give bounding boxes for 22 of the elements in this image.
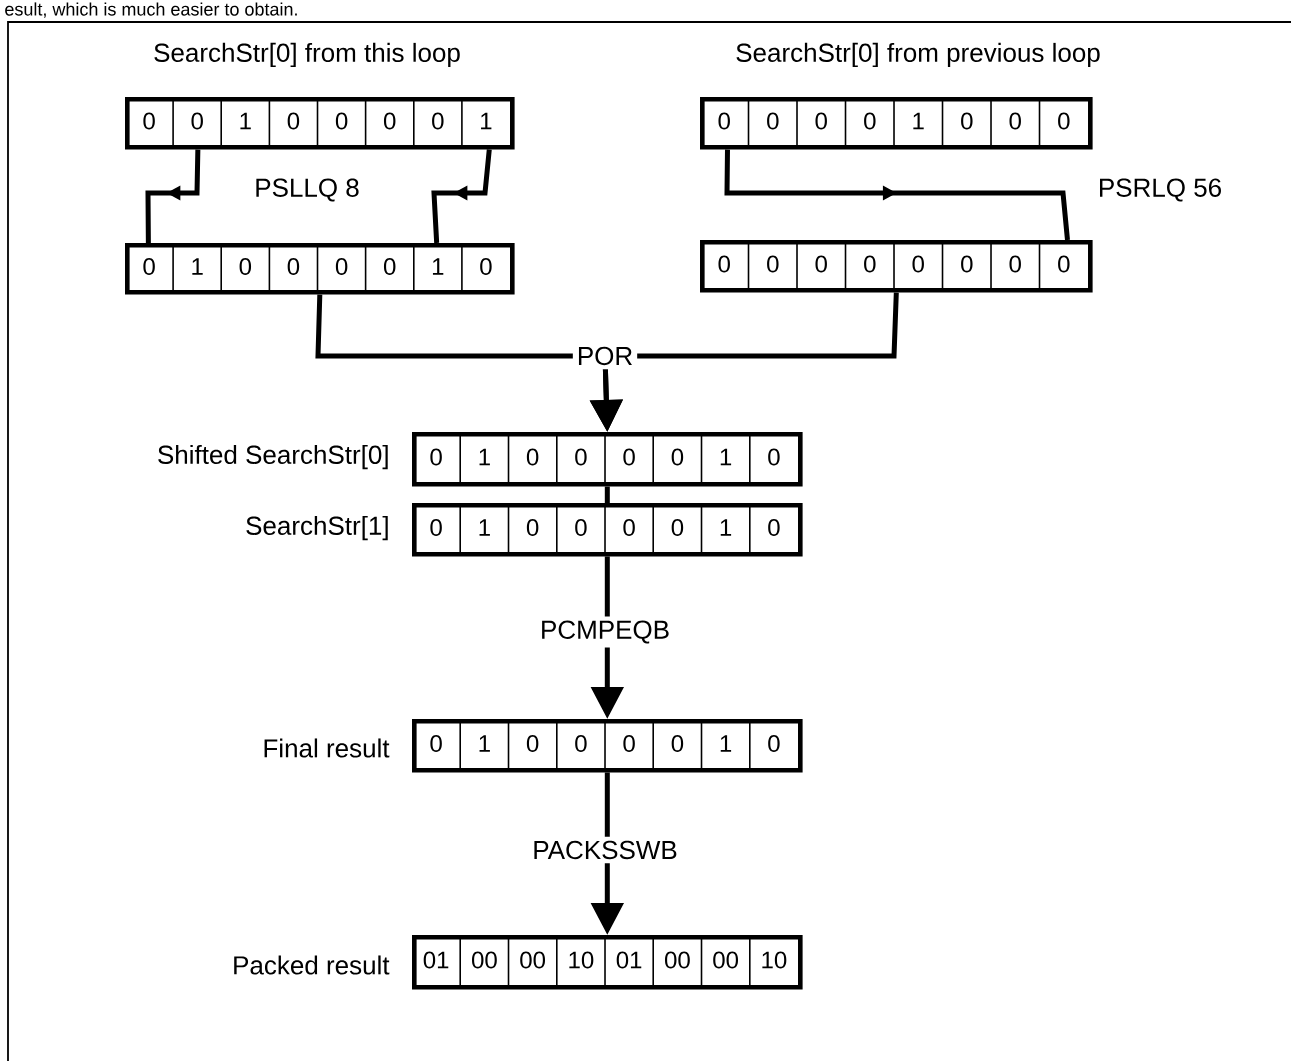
- register: 01 00 00 10 01 00 00 10: [412, 934, 803, 990]
- register-label: SearchStr[0] from previous loop: [736, 42, 1100, 68]
- edge-label: PSRLQ 56: [1093, 174, 1227, 206]
- register-label: SearchStr[1]: [246, 515, 388, 541]
- register: 0 1 0 0 0 0 1 0: [125, 242, 515, 295]
- register-label: Final result: [264, 738, 390, 758]
- register: 0 1 0 0 0 0 1 0: [412, 502, 803, 557]
- arrow: [431, 149, 492, 244]
- register-label: Shifted SearchStr[0]: [158, 444, 388, 470]
- register: 0 0 0 0 1 0 0 0: [700, 96, 1093, 150]
- register-label: SearchStr[0] from this loop: [154, 42, 460, 68]
- edge-label: PCMPEQB: [536, 616, 674, 648]
- register: 0 0 0 0 0 0 0 0: [700, 239, 1093, 293]
- register: 0 1 0 0 0 0 1 0: [412, 718, 803, 773]
- edge-label: PSLLQ 8: [250, 174, 364, 206]
- edge-label: PACKSSWB: [528, 836, 682, 864]
- register: 0 1 0 0 0 0 1 0: [412, 431, 803, 487]
- register: 0 0 1 0 0 0 0 1: [125, 96, 515, 150]
- register-label: Packed result: [234, 955, 390, 975]
- arrow: [145, 149, 201, 244]
- arrow: [724, 149, 1070, 241]
- note-text: esult, which is much easier to obtain.: [5, 2, 297, 18]
